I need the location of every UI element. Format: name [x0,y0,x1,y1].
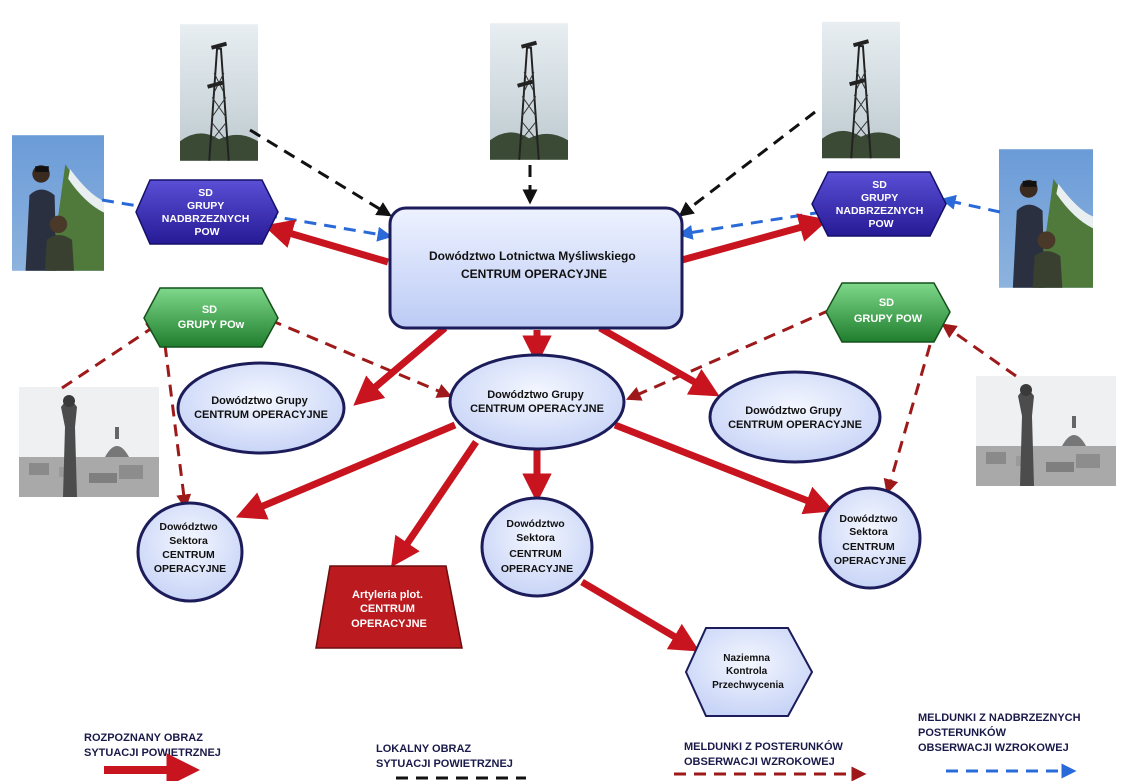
sd-pow-right-hex [825,282,951,343]
arrow-sd-pow-left-to-sector [163,344,192,510]
sd-pow-left-label: SD GRUPY POw [178,304,245,331]
arrow-group-to-artillery [391,440,479,568]
coastal-observer-photo-right [999,149,1093,288]
legend: ROZPOZNANY OBRAZ SYTUACJI POWIETRZNEJ LO… [84,712,1084,781]
legend-local-label: LOKALNY OBRAZ SYTUACJI POWIETRZNEJ [376,743,513,770]
main-command-box [388,206,684,330]
radar-tower-photo-left [180,23,258,162]
arrow-group-to-sector-right [613,421,835,515]
arrow-observer-to-sd-right [940,194,1001,214]
observation-report-arrows [61,308,1017,510]
sector-left-circle [136,501,244,603]
sd-pow-right-label: SD GRUPY POW [854,297,923,325]
artillery-label: Artyleria plot. CENTRUM OPERACYJNE [351,589,427,630]
arrow-radar-right-to-main [678,110,816,217]
arrow-sector-to-ground-control [580,578,700,652]
legend-coastal-label: MELDUNKI Z NADBRZEZNYCH POSTERUNKÓW OBSE… [918,712,1084,754]
artillery-box [315,565,463,649]
radar-tower-photo-center [490,22,568,161]
group-right-label: Dowództwo Grupy CENTRUM OPERACYJNE [728,405,862,431]
main-command-label: Dowództwo Lotnictwa Myśliwskiego CENTRUM… [429,249,639,281]
ground-control-label: Naziemna Kontrola Przechwycenia [712,653,784,691]
group-right-oval [708,370,882,464]
group-left-label: Dowództwo Grupy CENTRUM OPERACYJNE [194,395,328,421]
sector-right-circle [818,486,922,590]
arrow-sd-pow-right-to-sector [883,344,932,495]
sd-pow-left-hex [143,287,279,348]
arrow-sd-left-to-main [264,213,393,242]
arrow-sd-pow-left-to-group [269,318,453,398]
sd-coastal-left-label: SD GRUPY NADBRZEZNYCH POW [162,187,252,238]
legend-recognized-label: ROZPOZNANY OBRAZ SYTUACJI POWIETRZNEJ [84,732,221,759]
sector-center-label: Dowództwo Sektora CENTRUM OPERACYJNE [501,518,573,575]
city-observer-photo-right [976,376,1116,486]
arrow-main-to-group-right [598,324,720,397]
ground-control-hex [684,627,814,717]
sector-center-circle [480,496,594,598]
arrow-radar-left-to-main [249,128,392,217]
sector-right-label: Dowództwo Sektora CENTRUM OPERACYJNE [834,513,906,567]
legend-observation-label: MELDUNKI Z POSTERUNKÓW OBSERWACJI WZROKO… [684,740,846,768]
arrow-main-to-group-left [353,325,448,406]
coastal-observer-photo-left [12,135,104,271]
group-left-oval [176,361,346,455]
radar-tower-photo-right [822,20,900,160]
arrow-city-left-to-sd-pow [61,321,162,390]
sd-coastal-right-label: SD GRUPY NADBRZEZNYCH POW [836,179,926,230]
arrow-main-to-sd-coastal-right [681,213,829,264]
group-center-oval [448,353,626,451]
sd-coastal-left-hex [135,179,279,245]
local-picture-arrows [249,110,816,217]
arrow-sd-pow-right-to-group [625,308,831,401]
arrow-city-right-to-sd-pow [941,323,1017,378]
arrow-main-to-sd-coastal-left [263,219,389,266]
sd-coastal-right-hex [811,171,947,237]
city-observer-photo-left [19,387,159,497]
recognized-picture-arrows [235,213,835,652]
sector-left-label: Dowództwo Sektora CENTRUM OPERACYJNE [154,521,226,575]
arrow-group-to-sector-left [235,421,457,520]
group-center-label: Dowództwo Grupy CENTRUM OPERACYJNE [470,389,604,415]
